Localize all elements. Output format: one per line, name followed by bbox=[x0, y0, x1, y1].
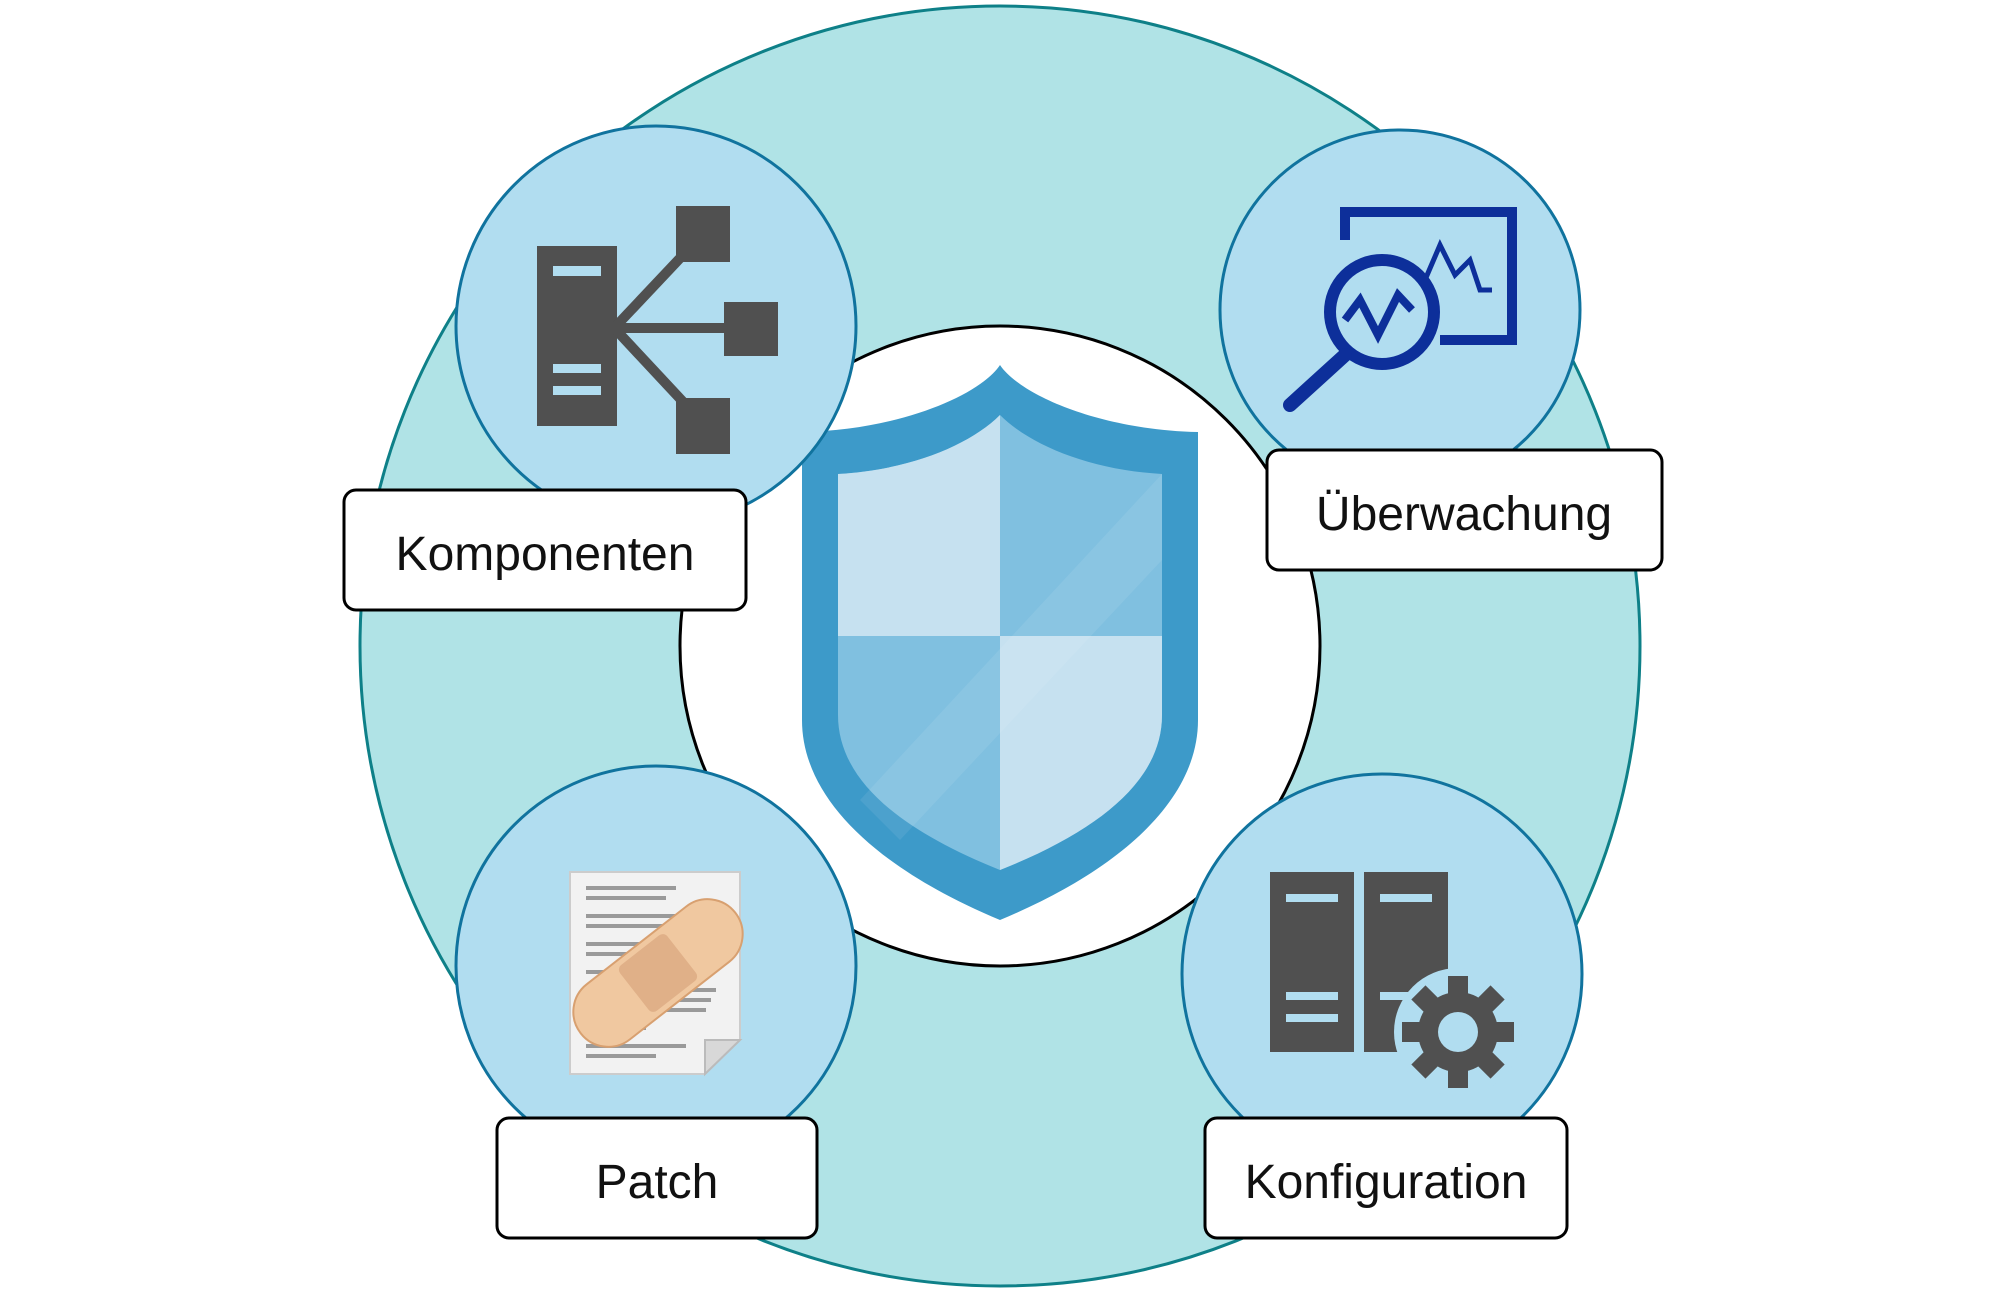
label-monitoring: Überwachung bbox=[1316, 488, 1612, 541]
node-configuration: Konfiguration bbox=[1180, 772, 1584, 1240]
node-monitoring: Überwachung bbox=[1218, 128, 1664, 572]
label-box-monitoring bbox=[1265, 448, 1664, 572]
node-components: Komponenten bbox=[342, 124, 858, 612]
chart-magnifier-icon bbox=[1283, 207, 1517, 412]
label-box-patch bbox=[495, 1116, 819, 1240]
patched-document-icon bbox=[569, 871, 744, 1077]
label-box-components bbox=[342, 488, 748, 612]
label-patch: Patch bbox=[596, 1156, 719, 1209]
label-components: Komponenten bbox=[396, 528, 695, 581]
label-configuration: Konfiguration bbox=[1245, 1156, 1528, 1209]
node-patch: Patch bbox=[454, 764, 858, 1240]
shield-icon bbox=[802, 365, 1198, 920]
server-gear-icon bbox=[1270, 872, 1522, 1096]
server-network-icon bbox=[537, 206, 778, 454]
label-box-configuration bbox=[1203, 1116, 1569, 1240]
